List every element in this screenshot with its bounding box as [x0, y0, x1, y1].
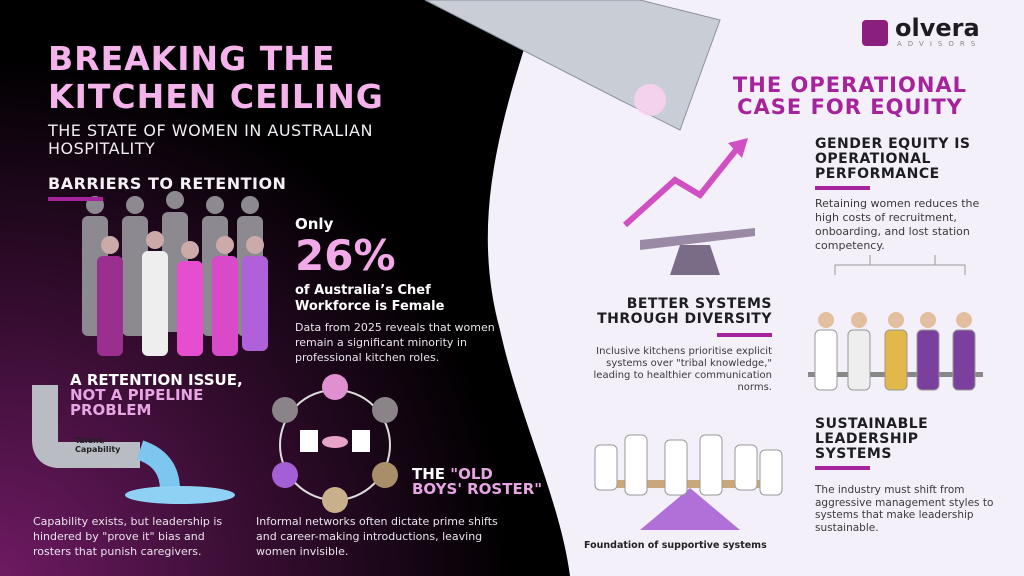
divider — [48, 197, 103, 201]
logo-icon — [862, 20, 888, 46]
retention-heading-line1: A RETENTION ISSUE, — [70, 371, 243, 389]
handshake-icon — [322, 436, 348, 448]
right-title: THE OPERATIONAL CASE FOR EQUITY — [732, 73, 968, 119]
divider — [815, 186, 870, 190]
page-subtitle: THE STATE OF WOMEN IN AUSTRALIAN HOSPITA… — [48, 121, 373, 158]
crack-glow — [634, 84, 666, 116]
retention-description: Capability exists, but leadership is hin… — [33, 515, 223, 558]
stat-value: 26% — [295, 231, 396, 280]
divider — [717, 333, 772, 337]
title-line: BREAKING THE — [48, 39, 336, 78]
roster-description: Informal networks often dictate prime sh… — [256, 515, 498, 558]
growth-arrow-icon — [622, 143, 743, 228]
roster-document-icon — [300, 430, 318, 452]
chef-group-foreground-illustration — [97, 231, 268, 356]
roster-document-icon — [352, 430, 370, 452]
roster-heading-the: THE — [412, 465, 451, 483]
pipe-icon — [32, 385, 140, 468]
arrow-head-icon — [728, 138, 748, 158]
gender-heading: GENDER EQUITY IS OPERATIONAL PERFORMANCE — [815, 136, 971, 182]
retention-heading: A RETENTION ISSUE,NOT A PIPELINE PROBLEM — [70, 373, 250, 418]
scale-base-icon — [670, 245, 720, 275]
sustainable-heading: SUSTAINABLE LEADERSHIP SYSTEMS — [815, 416, 929, 462]
retention-heading-line2: NOT A PIPELINE PROBLEM — [70, 386, 204, 419]
pipe-label: Talent/ Capability — [75, 436, 121, 454]
kitchen-team-illustration — [808, 255, 983, 391]
roster-heading-line2: BOYS' ROSTER" — [412, 480, 543, 498]
sustainable-description: The industry must shift from aggressive … — [815, 484, 994, 534]
title-line: KITCHEN CEILING — [48, 77, 384, 116]
diversity-description: Inclusive kitchens prioritise explicit s… — [593, 346, 772, 393]
roster-heading-old: "OLD — [450, 465, 493, 483]
brand-name: olvera — [895, 14, 980, 42]
diversity-heading: BETTER SYSTEMS THROUGH DIVERSITY — [597, 296, 772, 327]
gender-description: Retaining women reduces the high costs o… — [815, 197, 980, 252]
network-people-icons — [272, 374, 398, 513]
divider — [815, 466, 870, 470]
scale-beam-icon — [640, 228, 755, 250]
brand-tagline: ADVISORS — [897, 40, 982, 48]
foundation-caption: Foundation of supportive systems — [584, 540, 767, 551]
water-stream-icon — [136, 440, 180, 491]
water-puddle-icon — [125, 486, 235, 504]
section-barriers: BARRIERS TO RETENTION — [48, 174, 287, 193]
stat-label: of Australia’s Chef Workforce is Female — [295, 283, 445, 314]
stat-description: Data from 2025 reveals that women remain… — [295, 321, 495, 364]
team-table-illustration — [594, 434, 783, 530]
stat-prefix: Only — [295, 215, 334, 233]
